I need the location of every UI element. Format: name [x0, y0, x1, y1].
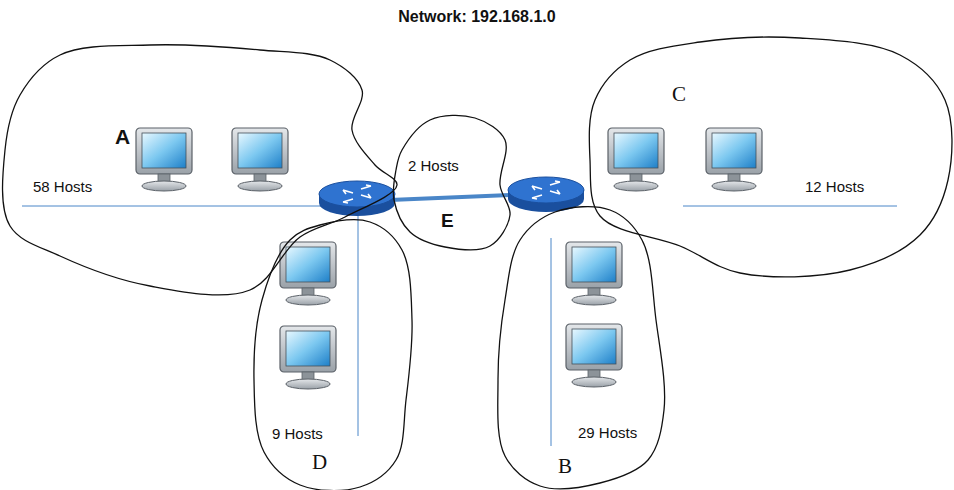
router-link [390, 195, 512, 200]
subnet-region: A 58 Hosts [1, 41, 401, 294]
region-outline [1, 41, 401, 294]
subnet-letter: E [441, 211, 454, 230]
computer-icon [136, 128, 192, 191]
region-outline-path [498, 207, 665, 489]
subnet-letter: D [312, 452, 327, 473]
region-outline-path [393, 115, 510, 249]
computer-icon [280, 242, 336, 305]
host-count: 12 Hosts [805, 179, 864, 194]
host-count: 2 Hosts [408, 158, 459, 173]
subnet-region: 9 HostsD [250, 218, 416, 490]
diagram-title: Network: 192.168.1.0 [0, 9, 954, 25]
region-outline [390, 114, 514, 251]
lan-wire [683, 206, 897, 207]
host-count: 58 Hosts [33, 179, 92, 194]
region-outline-path [3, 45, 398, 295]
subnet-letter: C [672, 84, 686, 105]
lan-wire [551, 238, 552, 446]
subnet-region: 29 HostsB [494, 206, 668, 490]
computer-icon [706, 128, 762, 191]
computer-icon [566, 242, 622, 305]
region-outline [586, 34, 952, 277]
region-outline [250, 218, 416, 490]
subnet-region: 2 HostsE [390, 114, 514, 251]
lan-wire [22, 206, 330, 207]
region-outline-path [589, 37, 952, 277]
router-icon [508, 177, 584, 212]
region-outline [494, 206, 668, 490]
computer-icon [608, 128, 664, 191]
region-outline-path [254, 220, 412, 490]
lan-wire [358, 212, 359, 436]
host-count: 29 Hosts [578, 425, 637, 440]
host-count: 9 Hosts [272, 426, 323, 441]
computer-icon [232, 128, 288, 191]
computer-icon [566, 324, 622, 387]
subnet-letter: A [115, 126, 130, 147]
computer-icon [280, 326, 336, 389]
subnet-letter: B [558, 456, 572, 477]
subnet-region: C 12 Hosts [586, 34, 952, 277]
